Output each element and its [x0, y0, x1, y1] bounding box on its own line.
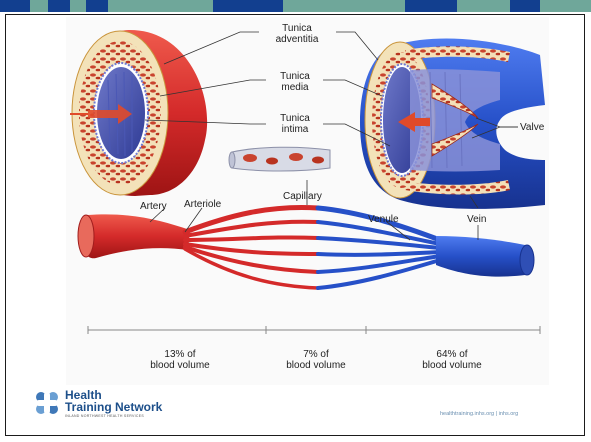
label-artery: Artery [140, 201, 167, 212]
label-arteriole: Arteriole [184, 199, 221, 210]
health-training-network-logo: Health Training Network INLAND NORTHWEST… [33, 389, 193, 419]
volume-capillary-section: 7% of blood volume [276, 349, 356, 371]
vessel-network [78, 207, 534, 288]
volume-artery-section: 13% of blood volume [140, 349, 220, 371]
label-tunica-media: Tunica media [266, 71, 324, 93]
label-tunica-intima: Tunica intima [266, 113, 324, 135]
volume-percent: 64% of [412, 349, 492, 360]
logo-tagline: INLAND NORTHWEST HEALTH SERVICES [65, 414, 144, 418]
vein-vessel [436, 236, 525, 277]
volume-percent: 13% of [140, 349, 220, 360]
volume-brackets [88, 326, 540, 334]
label-venule: Venule [368, 214, 399, 225]
label-line: Tunica [258, 23, 336, 34]
label-line: media [266, 82, 324, 93]
label-capillary: Capillary [283, 191, 322, 202]
volume-text: blood volume [276, 360, 356, 371]
label-line: Tunica [266, 71, 324, 82]
logo-mark-icon [33, 389, 61, 417]
label-line: adventitia [258, 34, 336, 45]
label-tunica-adventitia: Tunica adventitia [258, 23, 336, 45]
volume-text: blood volume [140, 360, 220, 371]
label-line: Tunica [266, 113, 324, 124]
capillary-segment [229, 147, 330, 171]
volume-text: blood volume [412, 360, 492, 371]
volume-percent: 7% of [276, 349, 356, 360]
volume-vein-section: 64% of blood volume [412, 349, 492, 371]
logo-line-2: Training Network [65, 400, 162, 414]
artery-vessel [80, 214, 190, 258]
label-valve: Valve [520, 122, 544, 133]
label-vein: Vein [467, 214, 486, 225]
vein-cross-section [360, 38, 545, 208]
footer-url[interactable]: healthtraining.inhs.org | inhs.org [440, 411, 518, 417]
label-line: intima [266, 124, 324, 135]
